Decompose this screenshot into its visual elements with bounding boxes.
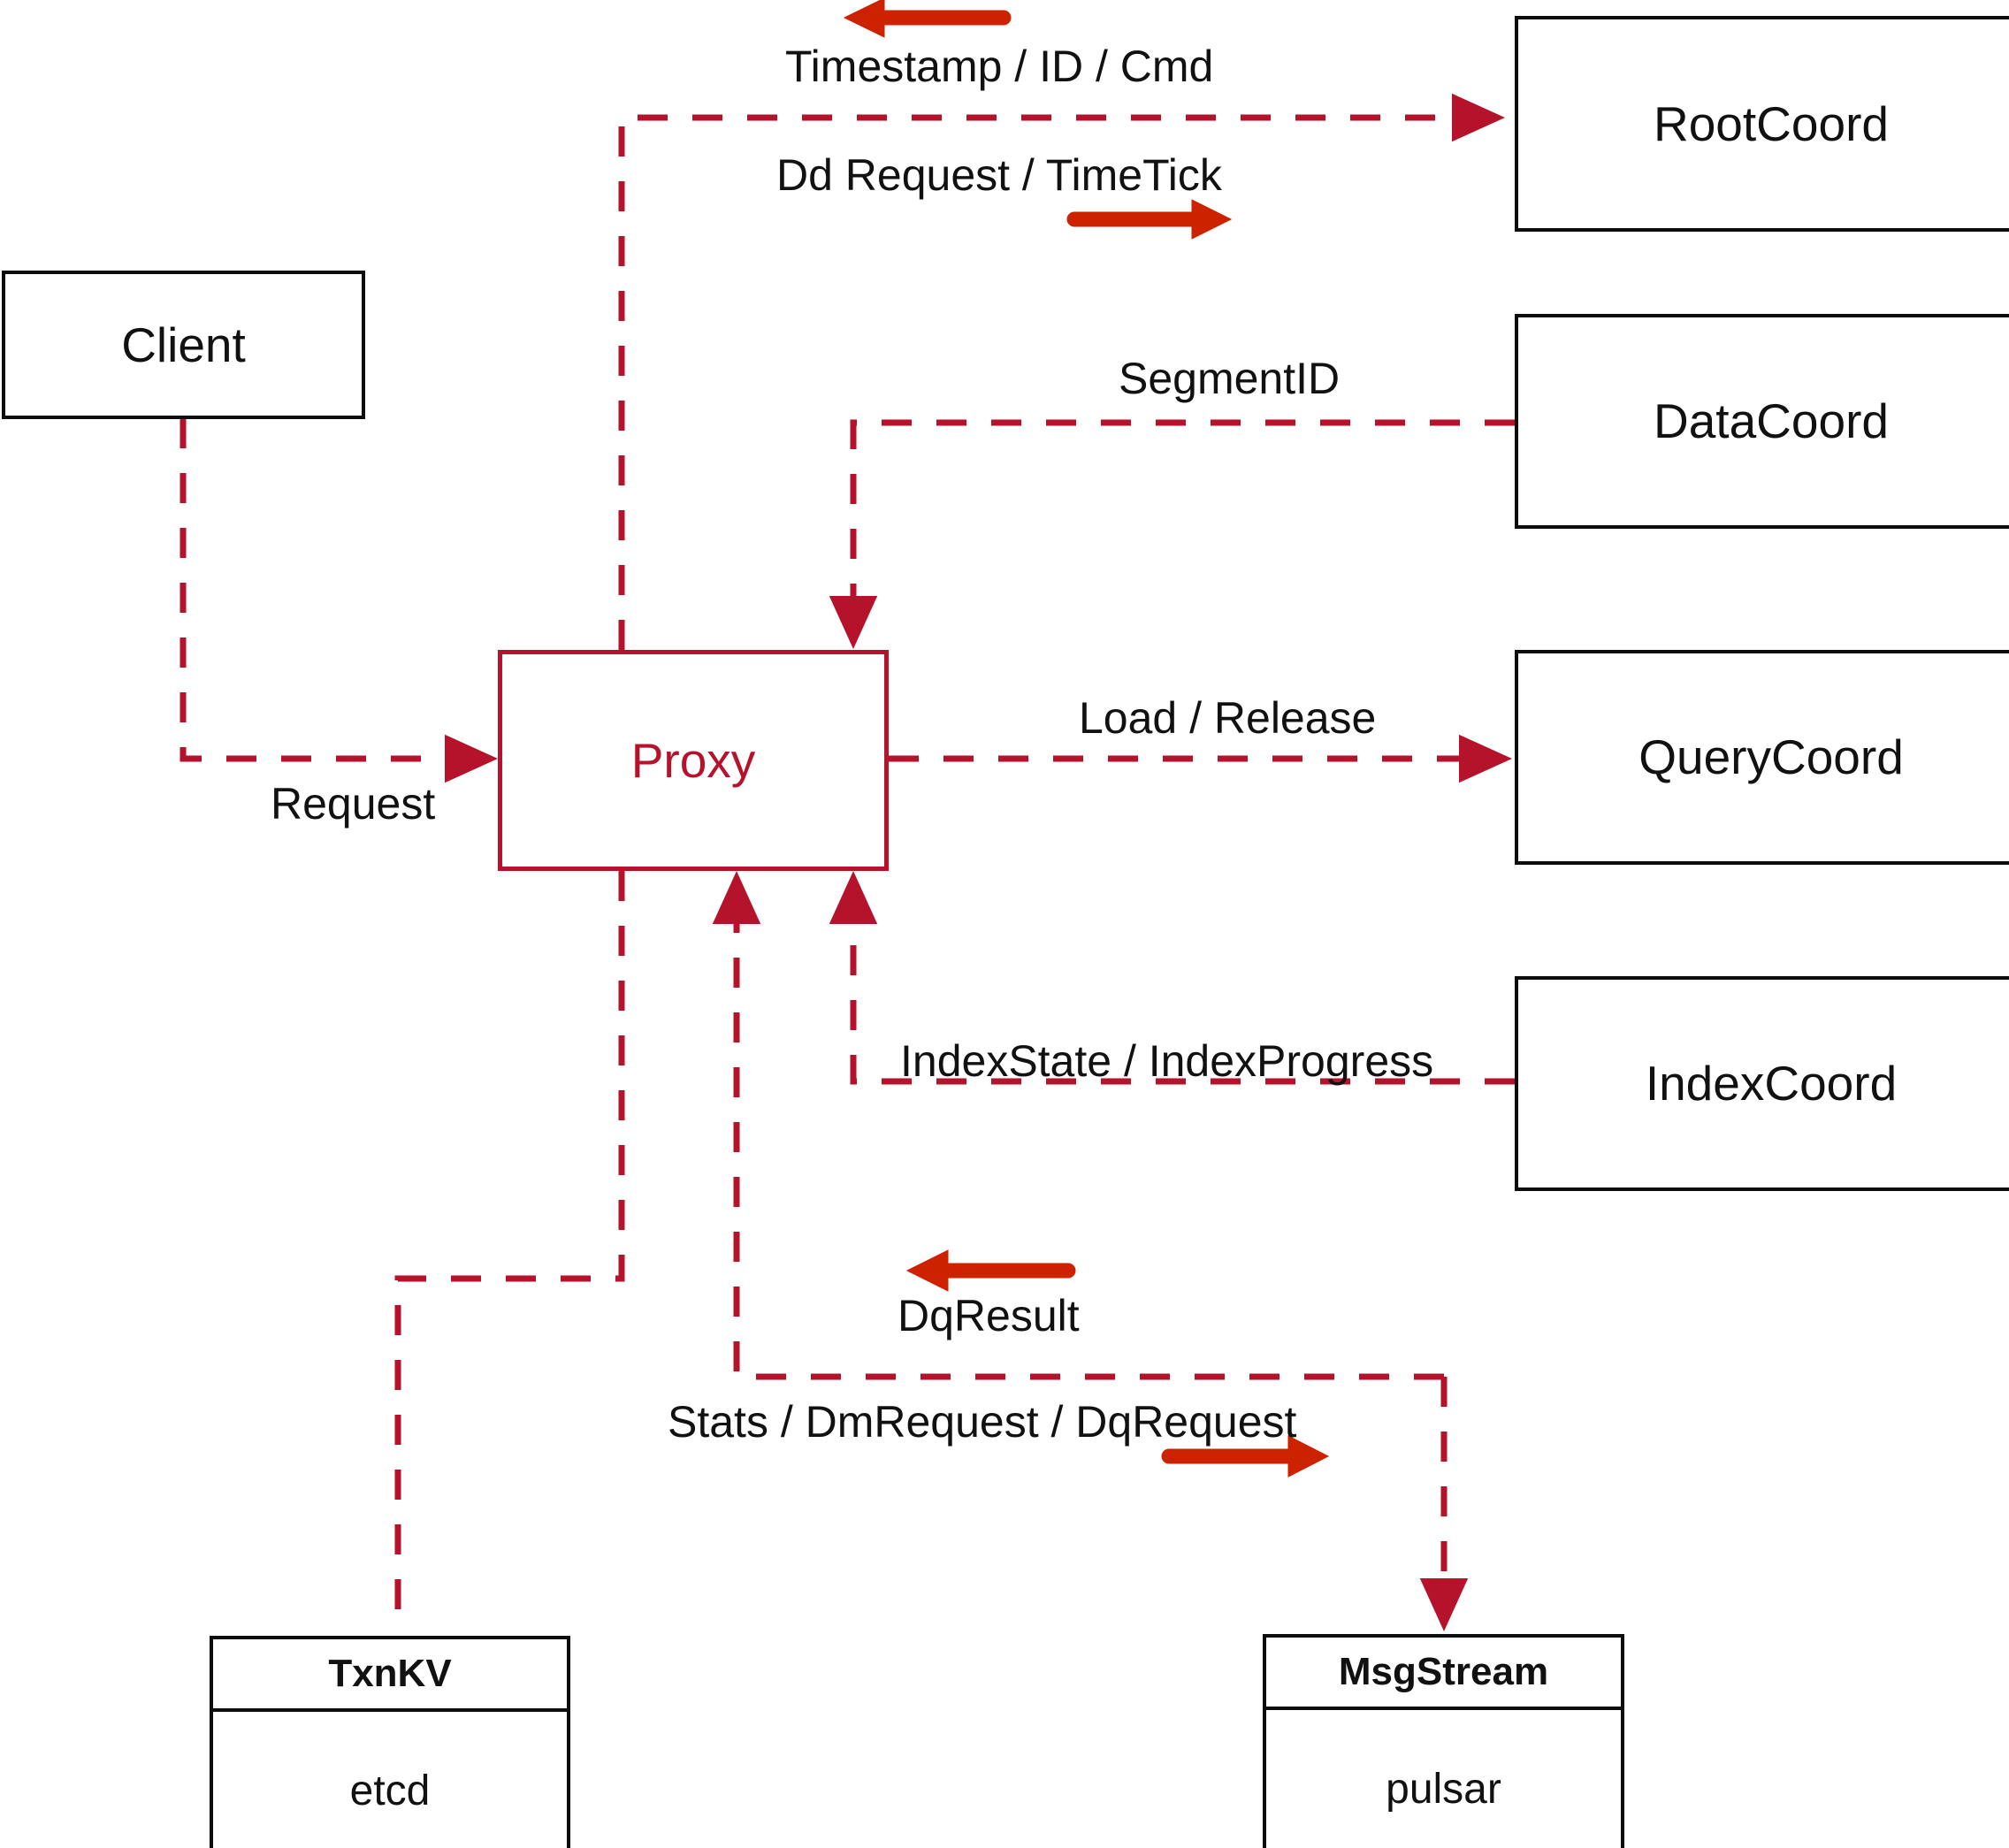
edge-msgstream-proxy: [712, 870, 1444, 1380]
node-querycoord-label: QueryCoord: [1639, 729, 1904, 784]
edge-label-dq-result: DqResult: [898, 1291, 1080, 1340]
node-querycoord[interactable]: QueryCoord: [1515, 650, 2009, 865]
edge-label-segment-id: SegmentID: [1119, 354, 1341, 403]
node-rootcoord[interactable]: RootCoord: [1515, 16, 2009, 232]
node-txnkv-impl: etcd: [349, 1767, 431, 1814]
node-msgstream-impl: pulsar: [1386, 1765, 1501, 1813]
legend-arrow-timestamp-left: [843, 0, 1012, 38]
edge-datacoord-proxy: [829, 419, 1515, 650]
node-proxy[interactable]: Proxy: [498, 650, 889, 871]
edge-label-index-state-progress: IndexState / IndexProgress: [900, 1036, 1434, 1086]
node-datacoord[interactable]: DataCoord: [1515, 314, 2009, 529]
node-msgstream-body: pulsar: [1266, 1710, 1621, 1848]
edge-client-proxy: [180, 418, 499, 783]
node-txnkv-body: etcd: [213, 1712, 567, 1848]
node-client[interactable]: Client: [2, 271, 365, 419]
node-datacoord-label: DataCoord: [1654, 393, 1889, 448]
edge-indexcoord-proxy: [829, 870, 1515, 1085]
legend-arrow-dqresult-left: [905, 1249, 1076, 1292]
edge-label-dd-request-timetick: Dd Request / TimeTick: [776, 150, 1222, 200]
node-msgstream[interactable]: MsgStream pulsar: [1263, 1634, 1624, 1848]
edge-label-timestamp-id-cmd: Timestamp / ID / Cmd: [785, 42, 1214, 91]
node-msgstream-header: MsgStream: [1266, 1638, 1621, 1710]
legend-arrow-stats-right: [1161, 1435, 1330, 1478]
node-msgstream-title: MsgStream: [1338, 1650, 1549, 1693]
edge-label-request: Request: [271, 779, 436, 829]
node-indexcoord-label: IndexCoord: [1645, 1056, 1898, 1111]
edge-proxy-rootcoord: [618, 93, 1506, 650]
legend-arrow-dd-request-right: [1066, 199, 1233, 240]
node-rootcoord-label: RootCoord: [1654, 95, 1889, 151]
node-txnkv-title: TxnKV: [328, 1652, 452, 1695]
node-client-label: Client: [121, 317, 246, 372]
edge-label-stats-dm-dq-request: Stats / DmRequest / DqRequest: [668, 1397, 1297, 1447]
node-indexcoord[interactable]: IndexCoord: [1515, 976, 2009, 1191]
node-txnkv-header: TxnKV: [213, 1639, 567, 1712]
node-proxy-label: Proxy: [630, 732, 756, 788]
edge-proxy-txnkv: [394, 871, 625, 1630]
node-txnkv[interactable]: TxnKV etcd: [210, 1636, 570, 1848]
edge-label-load-release: Load / Release: [1079, 693, 1377, 743]
